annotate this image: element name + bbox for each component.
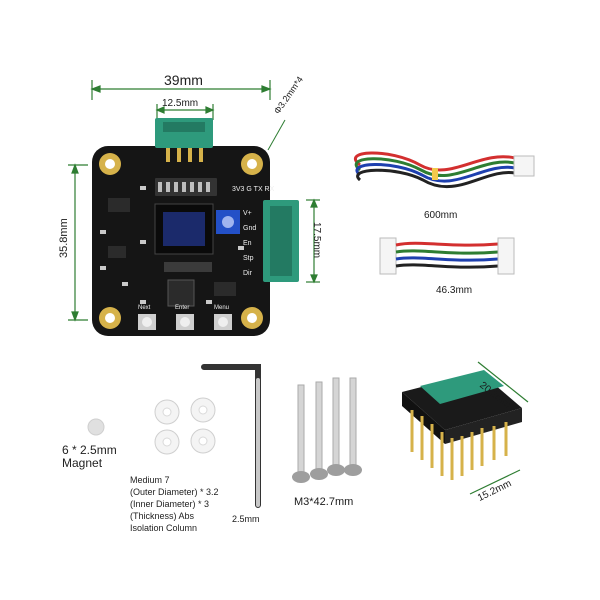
board-pin-list: V+ Gnd En Stp Dir xyxy=(243,206,263,281)
short-cable xyxy=(379,237,515,275)
board-width-label: 39mm xyxy=(164,72,203,88)
enter-button-label: Enter xyxy=(175,305,190,311)
magnet-icon xyxy=(87,418,105,436)
adapter-board xyxy=(402,370,522,480)
isolation-column-note: Medium 7 (Outer Diameter) * 3.2 (Inner D… xyxy=(130,475,219,533)
hex-wrench-icon xyxy=(201,364,261,508)
adapter-dimension-lines xyxy=(469,361,529,495)
pin-gnd: Gnd xyxy=(243,225,257,232)
pin-vplus: V+ xyxy=(243,210,252,217)
header-width-label: 12.5mm xyxy=(162,98,199,109)
wrench-size-label: 2.5mm xyxy=(232,514,260,524)
long-cable xyxy=(353,151,535,189)
width-dimension-line xyxy=(90,80,272,100)
next-button-label: Next xyxy=(138,305,151,311)
magnet-label: 6 * 2.5mm Magnet xyxy=(62,443,117,470)
isolation-columns xyxy=(154,397,216,455)
height-dimension-line xyxy=(68,163,88,322)
header-dimension-line xyxy=(155,104,215,120)
hole-leader-line xyxy=(267,119,286,151)
driver-board xyxy=(92,118,299,336)
header-pins-label: 3V3 G TX RX xyxy=(232,186,275,193)
pin-en: En xyxy=(243,240,252,247)
pin-dir: Dir xyxy=(243,270,252,277)
pin-stp: Stp xyxy=(243,255,254,262)
screws-icon xyxy=(292,377,362,483)
driver-chip xyxy=(167,279,195,307)
screw-size-label: M3*42.7mm xyxy=(294,496,354,508)
connector-height-label: 17.5mm xyxy=(311,222,322,259)
short-cable-label: 46.3mm xyxy=(436,285,473,296)
menu-button-label: Menu xyxy=(214,305,230,311)
connector-dimension-line xyxy=(306,198,320,284)
board-height-label: 35.8mm xyxy=(58,218,70,258)
long-cable-label: 600mm xyxy=(424,210,458,221)
